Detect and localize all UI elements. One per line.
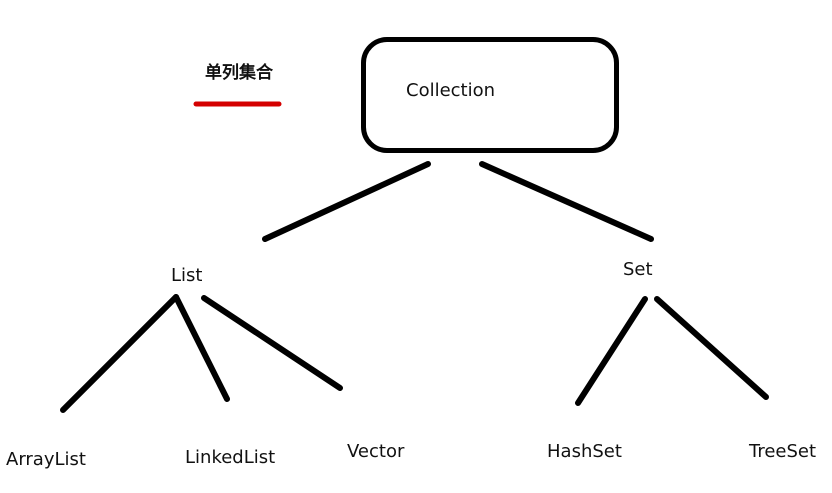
- arraylist-node-label: ArrayList: [6, 449, 86, 470]
- edge-collection-list: [262, 161, 431, 242]
- vector-node-label: Vector: [347, 441, 405, 462]
- edge-list-vector: [201, 295, 343, 391]
- list-node-label: List: [171, 265, 203, 286]
- treeset-node-label: TreeSet: [749, 441, 817, 462]
- collection-node-box: [361, 37, 619, 153]
- edge-set-treeset: [654, 296, 769, 400]
- collection-node-label: Collection: [406, 80, 496, 101]
- linkedlist-node-label: LinkedList: [185, 447, 276, 468]
- edge-collection-set: [479, 161, 654, 242]
- edge-list-arraylist: [60, 294, 179, 413]
- edge-list-linkedlist: [173, 294, 230, 402]
- set-node-label: Set: [623, 259, 653, 280]
- hashset-node-label: HashSet: [547, 441, 622, 462]
- edge-set-hashset: [575, 296, 648, 406]
- diagram-title: 单列集合: [205, 63, 273, 83]
